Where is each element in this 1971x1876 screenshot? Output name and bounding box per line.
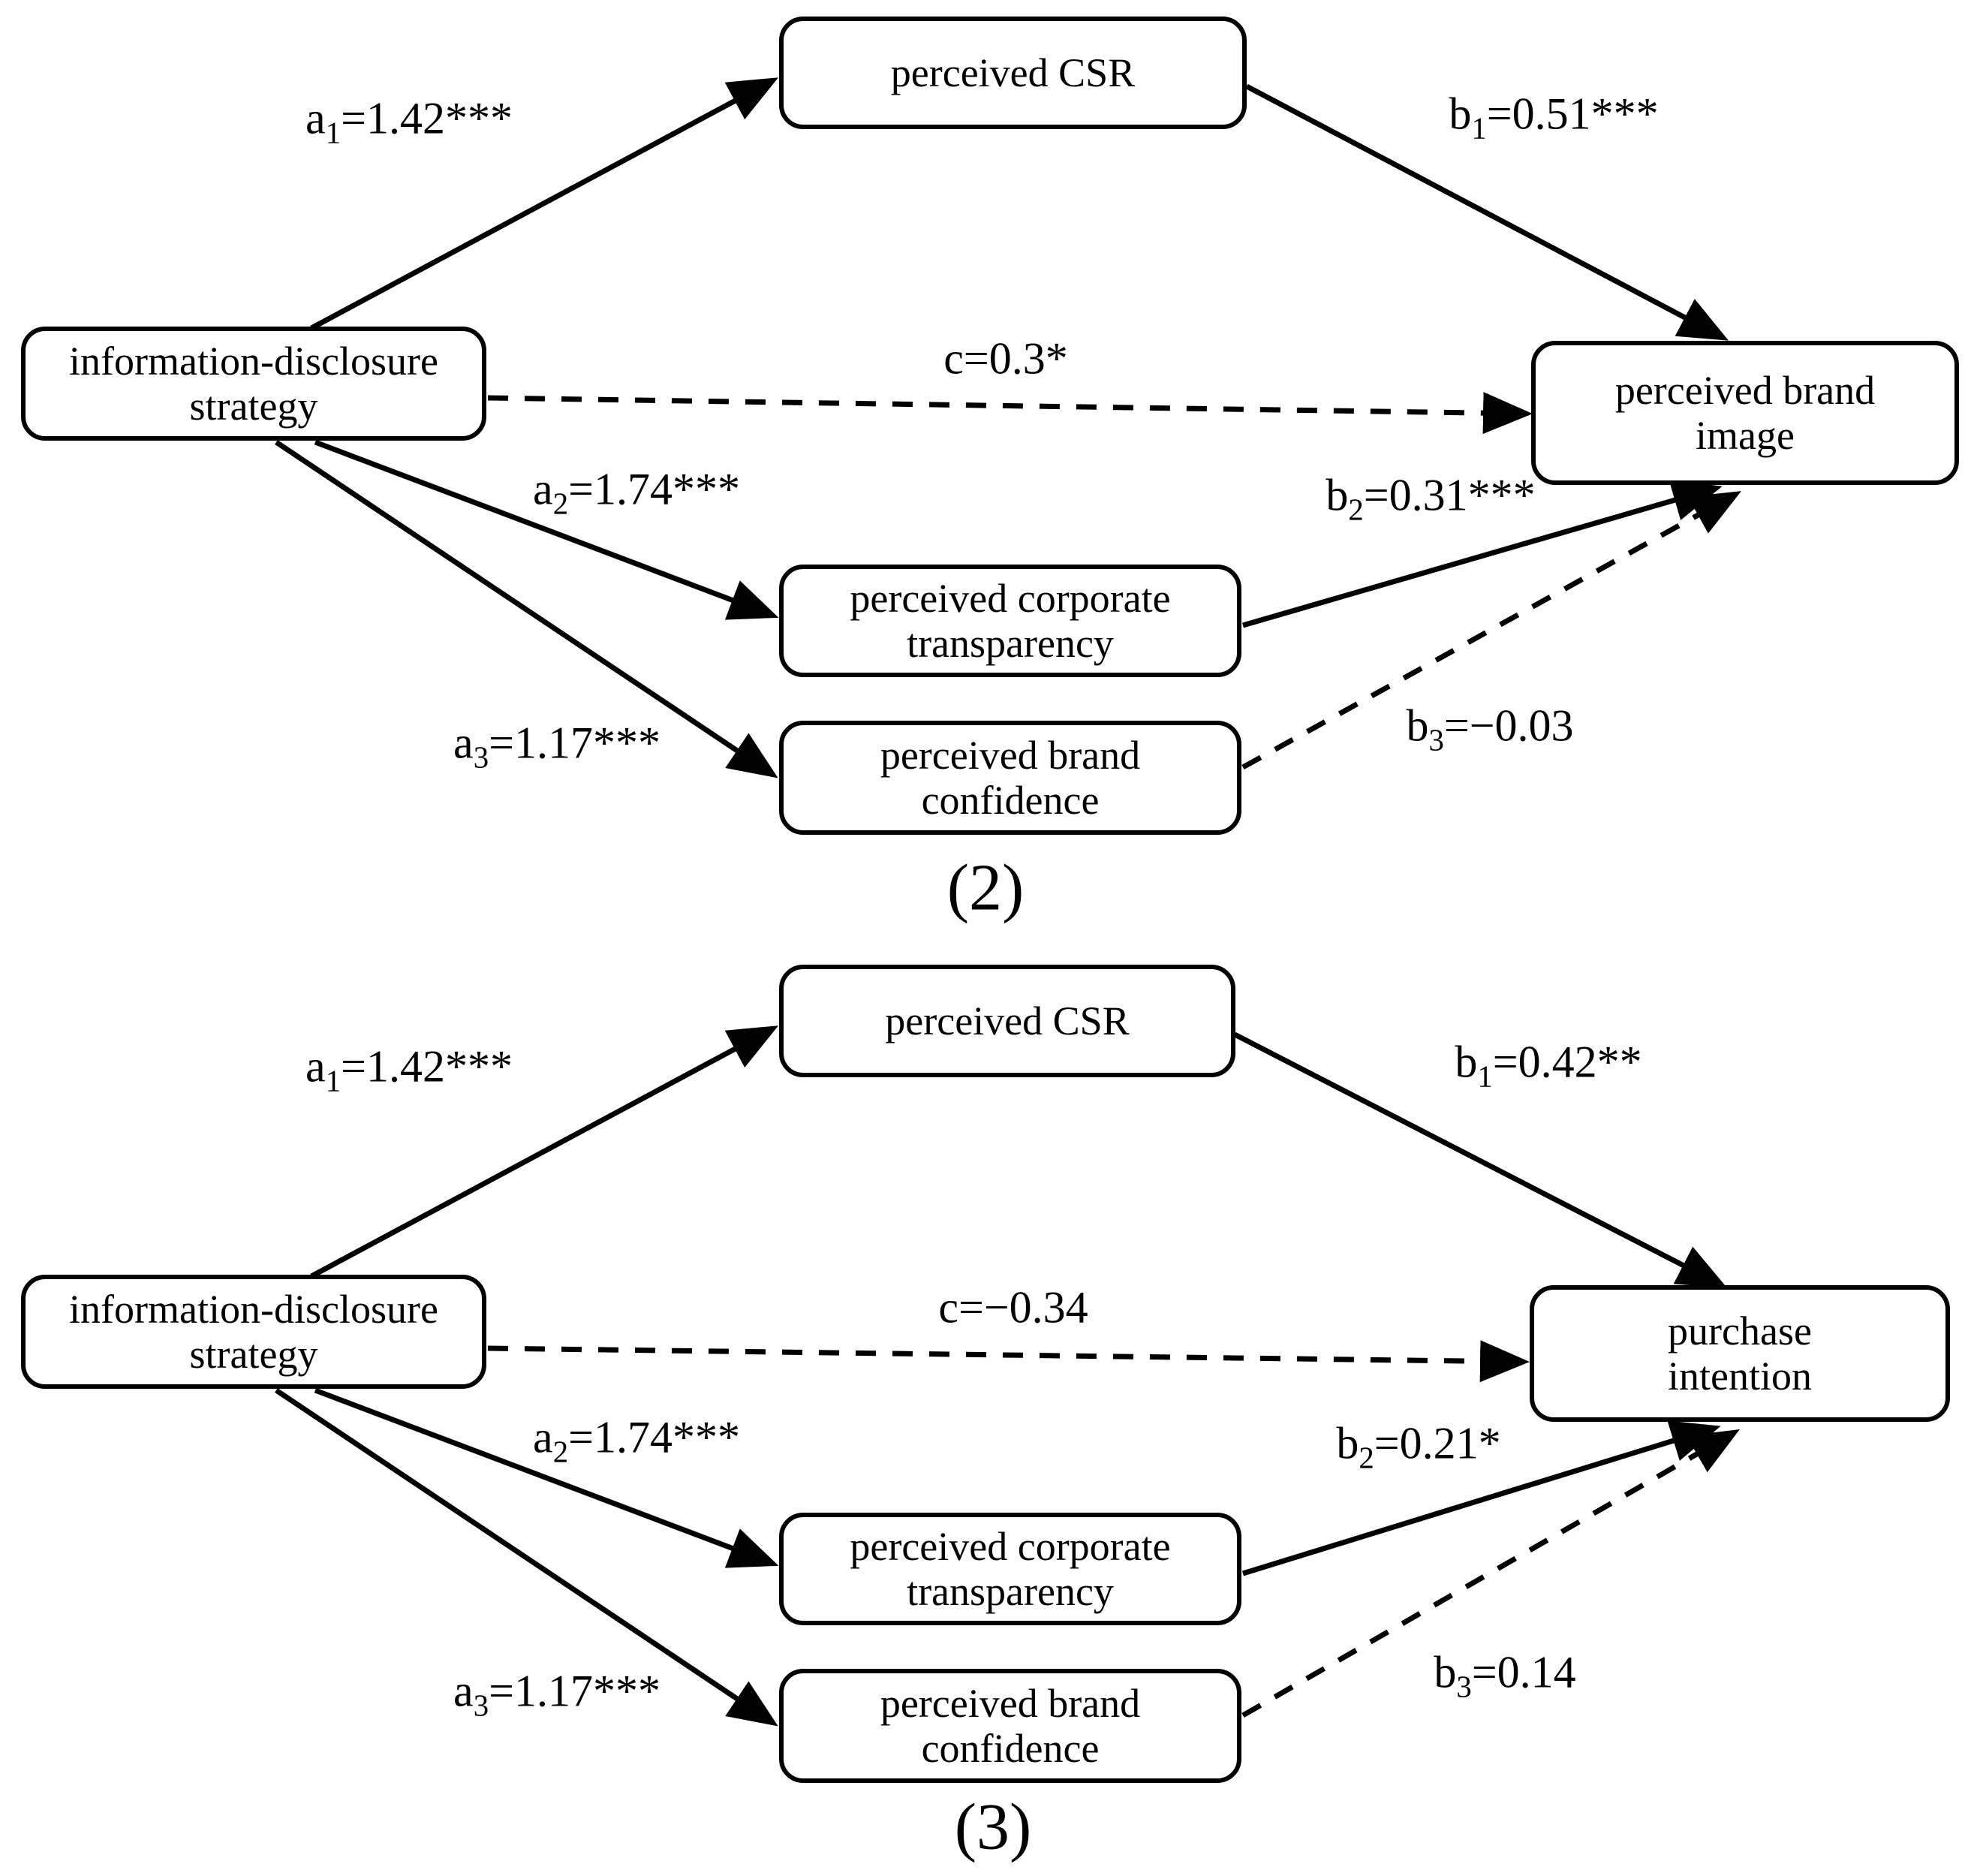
node-predictor-label-diagram3: information-disclosure strategy <box>69 1286 438 1377</box>
node-brand-confidence-diagram3: perceived brand confidence <box>779 1669 1241 1783</box>
node-predictor-label-diagram2: information-disclosure strategy <box>69 338 438 429</box>
edge-label-a2-diagram3: a2=1.74*** <box>533 1412 740 1469</box>
edge-label-b2-diagram2: b2=0.31*** <box>1326 470 1536 527</box>
edge-label-b1-diagram2: b1=0.51*** <box>1449 89 1659 146</box>
node-perceived-csr-label-diagram3: perceived CSR <box>885 998 1130 1043</box>
edge-label-b2-diagram3: b2=0.21* <box>1336 1418 1501 1475</box>
edge-a1-arrow-diagram2 <box>310 77 779 331</box>
node-brand-confidence-label-diagram2: perceived brand confidence <box>880 732 1141 823</box>
edge-a2-arrow-diagram3 <box>314 1387 779 1568</box>
edge-label-a3-diagram2: a3=1.17*** <box>453 718 661 775</box>
edge-b2-arrow-diagram3 <box>1241 1420 1721 1576</box>
edge-c-arrow-diagram3 <box>487 1340 1530 1383</box>
edge-b1-arrow-diagram2 <box>1245 83 1729 341</box>
edge-a2-arrow-diagram2 <box>314 439 779 620</box>
node-perceived-csr-diagram3: perceived CSR <box>779 965 1235 1077</box>
edge-label-b3-diagram3: b3=0.14 <box>1434 1647 1576 1704</box>
diagram3-edge-lines <box>275 1025 1740 1727</box>
node-brand-confidence-label-diagram3: perceived brand confidence <box>880 1680 1141 1771</box>
edge-label-b1-diagram3: b1=0.42** <box>1455 1037 1642 1094</box>
node-outcome-diagram3: purchase intention <box>1530 1285 1950 1422</box>
node-perceived-csr-diagram2: perceived CSR <box>779 17 1247 129</box>
caption-diagram2: (2) <box>946 851 1025 925</box>
node-predictor-diagram2: information-disclosure strategy <box>21 327 486 441</box>
edge-label-a2-diagram2: a2=1.74*** <box>533 464 740 521</box>
node-outcome-diagram2: perceived brand image <box>1531 341 1959 485</box>
node-corporate-transparency-diagram2: perceived corporate transparency <box>779 565 1241 677</box>
edge-a3-arrow-diagram3 <box>275 1388 778 1727</box>
caption-diagram3: (3) <box>954 1790 1032 1864</box>
edge-label-a1-diagram2: a1=1.42*** <box>305 93 513 150</box>
edge-b2-arrow-diagram2 <box>1242 480 1723 628</box>
edge-label-c-diagram3: c=−0.34 <box>938 1282 1088 1332</box>
edge-label-b3-diagram2: b3=−0.03 <box>1406 700 1574 757</box>
node-outcome-label-diagram3: purchase intention <box>1668 1308 1812 1399</box>
edge-a3-arrow-diagram2 <box>275 440 778 778</box>
edge-label-a3-diagram3: a3=1.17*** <box>453 1666 661 1723</box>
node-corporate-transparency-diagram3: perceived corporate transparency <box>779 1513 1241 1625</box>
node-brand-confidence-diagram2: perceived brand confidence <box>779 721 1241 835</box>
node-perceived-csr-label-diagram2: perceived CSR <box>890 50 1136 95</box>
edge-label-c-diagram2: c=0.3* <box>943 333 1068 384</box>
edge-b1-arrow-diagram3 <box>1233 1031 1728 1288</box>
node-corporate-transparency-label-diagram2: perceived corporate transparency <box>850 575 1171 666</box>
diagram2-edge-lines <box>275 77 1741 778</box>
node-predictor-diagram3: information-disclosure strategy <box>21 1275 486 1389</box>
node-outcome-label-diagram2: perceived brand image <box>1614 367 1876 458</box>
edge-c-arrow-diagram2 <box>487 392 1533 435</box>
edge-a1-arrow-diagram3 <box>310 1025 779 1279</box>
edge-label-a1-diagram3: a1=1.42*** <box>305 1041 513 1098</box>
node-corporate-transparency-label-diagram3: perceived corporate transparency <box>850 1523 1171 1614</box>
